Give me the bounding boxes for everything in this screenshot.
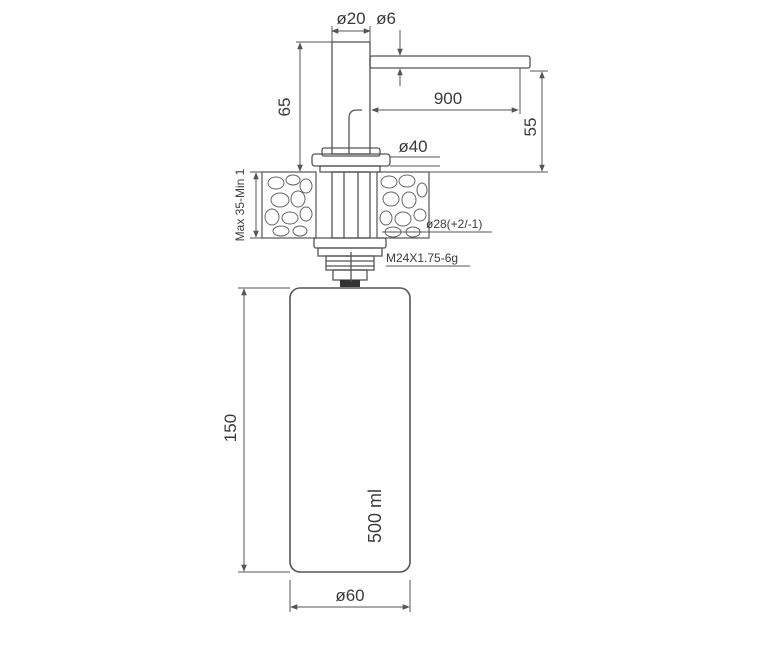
countertop-section xyxy=(261,171,430,239)
spout-height-label: 55 xyxy=(521,118,540,137)
thread-spec-label: M24X1.75-6g xyxy=(386,251,458,265)
tip-diameter-label: ø6 xyxy=(376,9,396,28)
soap-bottle xyxy=(289,287,411,573)
spout-diameter-label: ø20 xyxy=(336,9,365,28)
height-above-counter-label: 65 xyxy=(275,98,294,117)
dimension-lines xyxy=(238,26,548,612)
dimension-labels: ø20 ø6 65 900 55 ø40 Max 35-Min 1 ø28(+2… xyxy=(221,9,540,605)
bottle-volume-label: 500 ml xyxy=(365,489,385,543)
dispenser-body xyxy=(311,41,531,287)
bottle-diameter-label: ø60 xyxy=(335,586,364,605)
bottle-height-label: 150 xyxy=(221,414,240,442)
spout-reach-label: 900 xyxy=(434,89,462,108)
counter-thickness-label: Max 35-Min 1 xyxy=(233,168,247,241)
hole-diameter-label: ø28(+2/-1) xyxy=(426,217,482,231)
flange-diameter-label: ø40 xyxy=(398,137,427,156)
